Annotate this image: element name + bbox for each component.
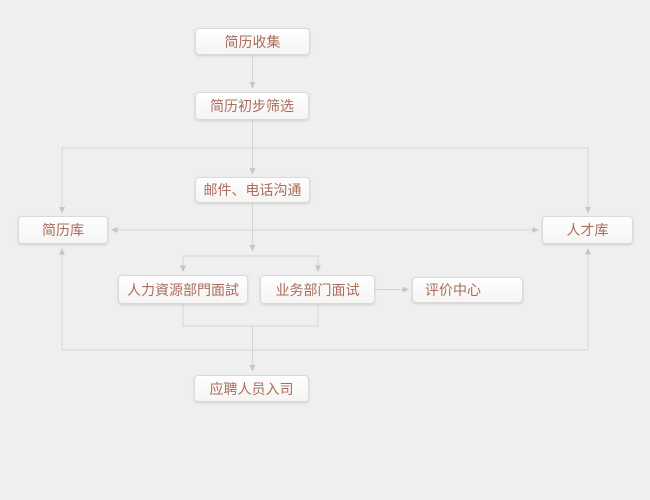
node-talent-pool: 人才库 [542, 216, 633, 244]
node-onboarding: 应聘人员入司 [194, 375, 309, 402]
node-resume-library: 简历库 [18, 216, 108, 244]
node-resume-collection: 简历收集 [195, 28, 310, 55]
node-email-phone-communication: 邮件、电话沟通 [195, 177, 310, 203]
connector-interview-join-line [182, 304, 319, 327]
node-resume-screening: 简历初步筛选 [195, 92, 309, 120]
node-evaluation-center: 评价中心 [412, 277, 523, 303]
node-hr-interview: 人力資源部門面試 [118, 275, 248, 304]
node-business-interview: 业务部门面试 [260, 275, 375, 304]
